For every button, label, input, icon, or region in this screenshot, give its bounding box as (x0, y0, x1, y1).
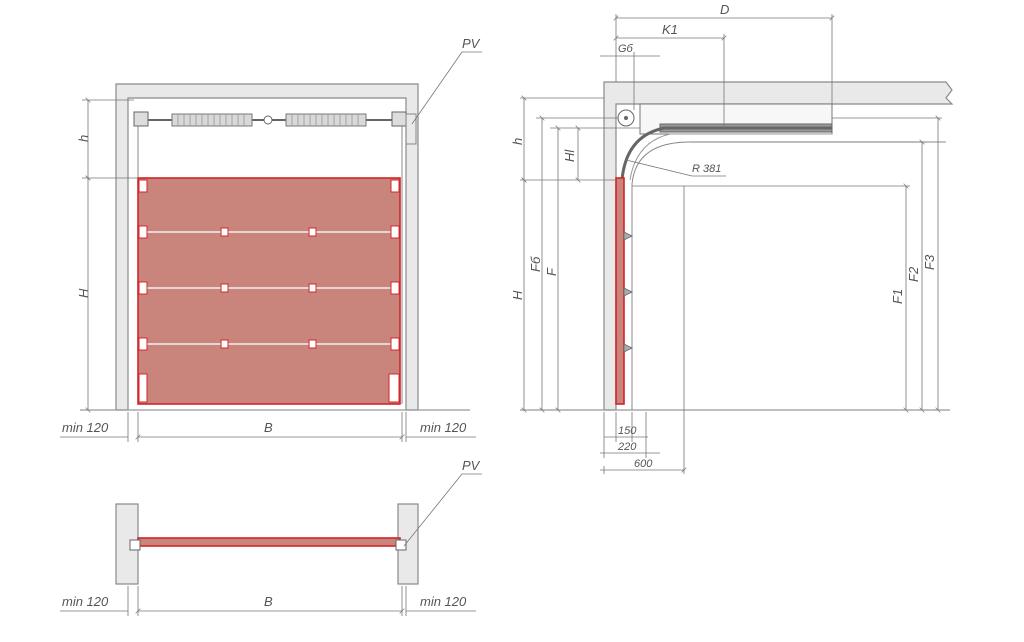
plan-view: PV min 120 B min 120 (60, 458, 482, 616)
d220-label: 220 (617, 441, 637, 453)
d600-label: 600 (634, 458, 653, 470)
F-label: F (544, 267, 559, 276)
min-right-label: min 120 (420, 420, 467, 435)
F2-label: F2 (906, 266, 921, 282)
F3-label: F3 (922, 254, 937, 270)
torsion-spring-shaft (133, 111, 407, 127)
plan-min-left-label: min 120 (62, 594, 109, 609)
side-H-label: H (510, 290, 525, 300)
side-door-panel (615, 177, 625, 405)
plan-pv-leader (403, 473, 463, 547)
opening-outline (631, 141, 946, 410)
B-label: B (264, 420, 273, 435)
pv-leader (411, 51, 463, 125)
h-dim-label: h (76, 135, 91, 142)
D-label: D (720, 2, 729, 17)
min-left-label: min 120 (62, 420, 109, 435)
Hl-label: Hl (562, 149, 577, 162)
door-hardware (138, 179, 400, 403)
plan-right-roller (395, 539, 407, 551)
Fb-label: Fб (528, 256, 543, 272)
side-view: D K1 Gб h H Fб F Hl R 38 (510, 2, 954, 474)
door-panel (137, 177, 401, 405)
pv-label: PV (462, 36, 481, 51)
pv-bracket (405, 113, 417, 145)
curved-track (620, 126, 832, 181)
plan-pv-label: PV (462, 458, 481, 473)
d150-label: 150 (618, 425, 637, 437)
plan-B-label: B (264, 594, 273, 609)
side-rollers (623, 231, 633, 353)
H-dim-label: H (76, 288, 91, 298)
K1-label: K1 (662, 22, 678, 37)
radius-label: R 381 (692, 163, 721, 175)
plan-left-roller (129, 539, 141, 551)
plan-door-panel (137, 537, 401, 547)
Gb-label: Gб (618, 43, 634, 55)
plan-min-right-label: min 120 (420, 594, 467, 609)
side-h-label: h (510, 138, 525, 145)
radius-leader (625, 159, 693, 177)
front-view: PV h H min 120 B min 120 (60, 36, 482, 442)
F1-label: F1 (890, 289, 905, 304)
